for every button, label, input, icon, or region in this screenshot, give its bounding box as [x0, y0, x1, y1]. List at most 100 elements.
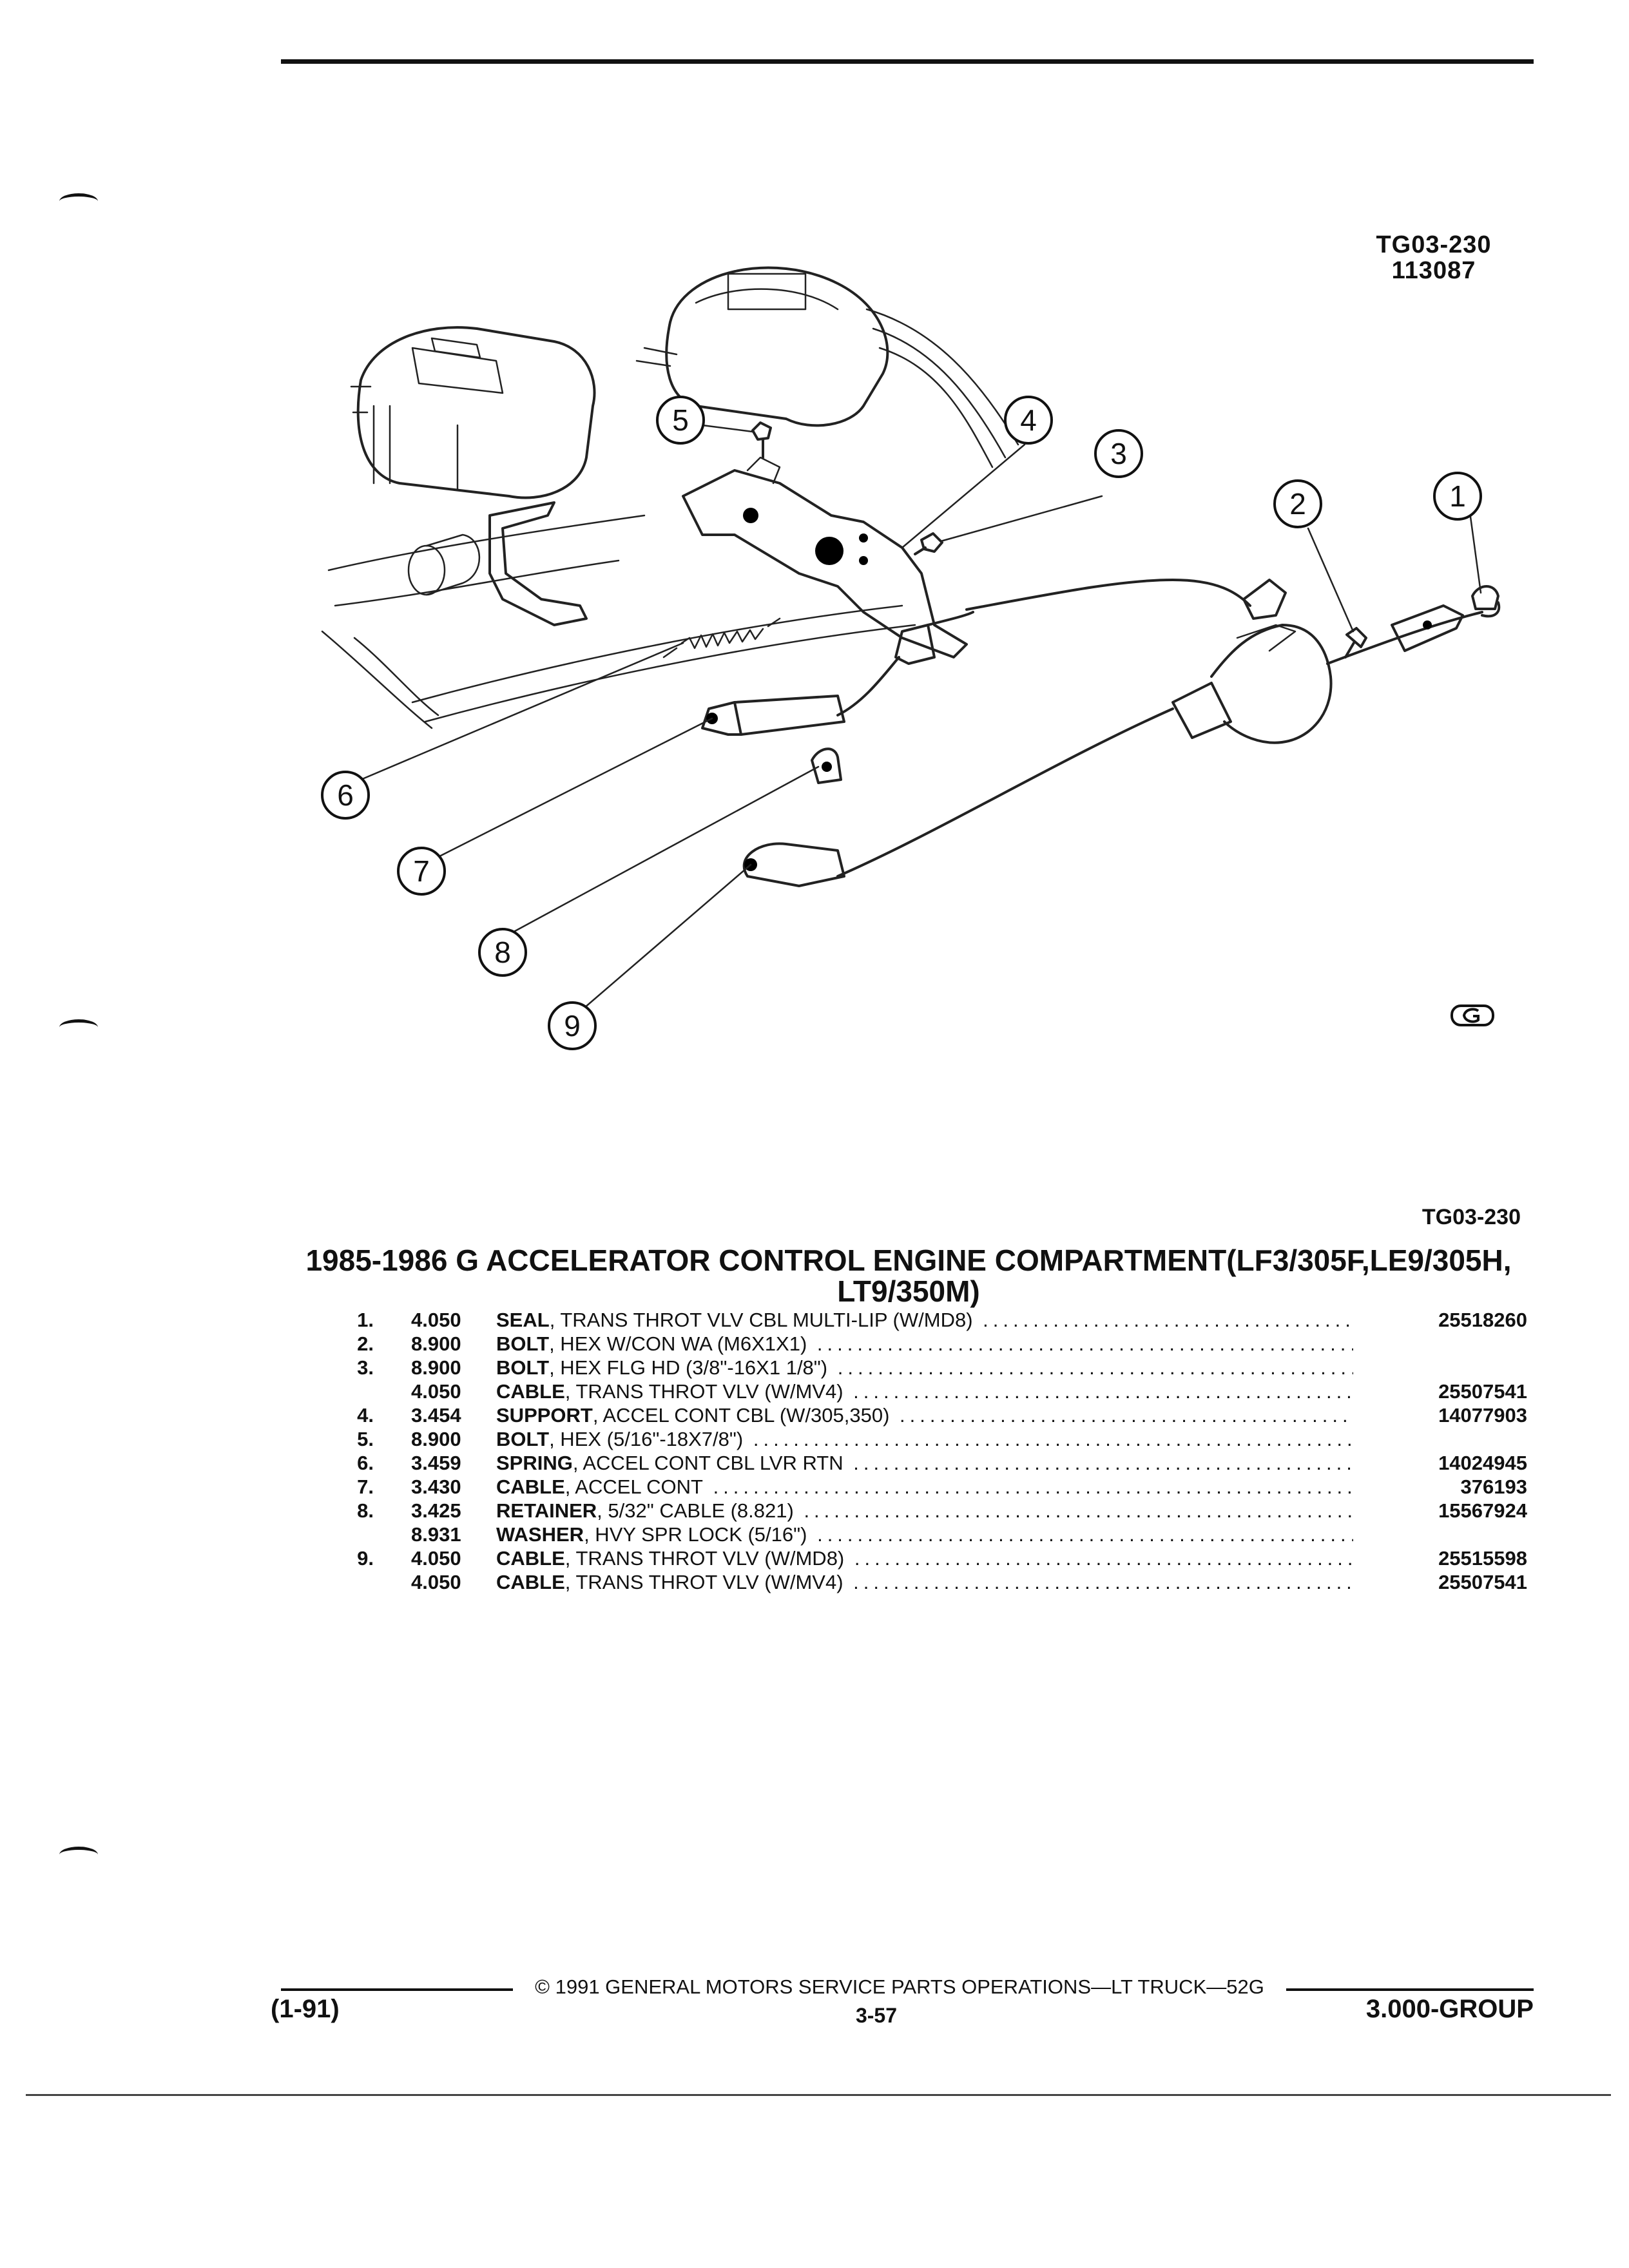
part-detail: , TRANS THROT VLV (W/MD8)	[564, 1547, 845, 1570]
leader-dots: ........................................…	[900, 1404, 1353, 1427]
cable-end-fitting	[1242, 579, 1287, 620]
section-title-line-1: 1985-1986 G ACCELERATOR CONTROL ENGINE C…	[305, 1244, 1512, 1277]
item-number: 7.	[357, 1475, 374, 1498]
callout-4: 4	[1004, 396, 1053, 445]
part-detail: , 5/32" CABLE (8.821)	[597, 1499, 794, 1522]
part-detail: , TRANS THROT VLV (W/MV4)	[564, 1571, 843, 1593]
gm-logo	[1451, 1004, 1494, 1026]
catalog-code: 8.900	[411, 1332, 461, 1355]
catalog-code: 3.430	[411, 1475, 461, 1498]
catalog-code: 8.900	[411, 1356, 461, 1379]
part-name: SPRING	[496, 1452, 573, 1474]
part-name: SUPPORT	[496, 1404, 593, 1427]
leader-lines	[360, 424, 1482, 1013]
part-number: 25515598	[1438, 1547, 1527, 1570]
part-name: SEAL	[496, 1309, 550, 1331]
part-description: SUPPORT, ACCEL CONT CBL (W/305,350) ....…	[496, 1403, 1353, 1427]
svg-text:8: 8	[494, 936, 511, 969]
bolt-2-drawing	[1345, 627, 1367, 648]
footer-rule-left	[281, 1988, 513, 1991]
part-name: CABLE	[496, 1571, 565, 1593]
section-title-line-2: LT9/350M)	[837, 1274, 980, 1308]
callout-2: 2	[1273, 479, 1322, 528]
tv-cable-housing	[1171, 682, 1232, 739]
bottom-rule	[26, 2094, 1611, 2096]
callout-9: 9	[548, 1001, 597, 1050]
part-detail: , HEX (5/16"-18X7/8")	[549, 1428, 744, 1450]
diagram-reference: TG03-230 113087	[1360, 232, 1508, 284]
leader-dots: ........................................…	[853, 1452, 1353, 1474]
item-number: 5.	[357, 1428, 374, 1450]
item-number: 8.	[357, 1499, 374, 1522]
footer-rule-right	[1286, 1988, 1534, 1991]
part-number: 14077903	[1438, 1404, 1527, 1427]
diagram-ref-date: 113087	[1391, 257, 1476, 284]
binder-mark	[59, 1847, 98, 1863]
leader-dots: ........................................…	[816, 1332, 1353, 1355]
section-ref-code: TG03-230	[1422, 1205, 1521, 1229]
part-number: 25518260	[1438, 1309, 1527, 1331]
part-detail: , HVY SPR LOCK (5/16")	[584, 1523, 807, 1546]
side-bracket	[488, 501, 588, 626]
part-name: BOLT	[496, 1428, 550, 1450]
leader-dots: ........................................…	[713, 1475, 1353, 1498]
exploded-parts-diagram: 1 2 3 4 5 6 7 8 9	[321, 266, 1501, 1050]
callout-3: 3	[1094, 429, 1143, 478]
copyright-notice: © 1991 GENERAL MOTORS SERVICE PARTS OPER…	[535, 1975, 1264, 1998]
footer-date-code: (1-91)	[271, 1995, 340, 2023]
table-row: 3. 8.900 BOLT, HEX FLG HD (3/8"-16X1 1/8")…	[335, 1356, 1527, 1379]
part-description: BOLT, HEX W/CON WA (M6X1X1) ............…	[496, 1332, 1353, 1356]
leader-dots: ........................................…	[753, 1428, 1353, 1450]
diagram-ref-code: TG03-230	[1376, 231, 1492, 258]
cable-conduit-sleeve	[733, 695, 845, 736]
svg-text:3: 3	[1110, 437, 1127, 470]
part-detail: , HEX W/CON WA (M6X1X1)	[549, 1332, 807, 1355]
part-number: 25507541	[1438, 1571, 1527, 1593]
catalog-code: 3.425	[411, 1499, 461, 1522]
part-number: 14024945	[1438, 1452, 1527, 1474]
catalog-code: 4.050	[411, 1380, 461, 1403]
accel-cable-drawing	[965, 579, 1251, 611]
callout-7: 7	[397, 847, 446, 896]
binder-mark	[59, 193, 98, 209]
part-description: CABLE, ACCEL CONT ......................…	[496, 1475, 1353, 1499]
part-detail: , ACCEL CONT CBL (W/305,350)	[592, 1404, 890, 1427]
bolt-5-drawing	[751, 421, 772, 441]
part-description: SEAL, TRANS THROT VLV CBL MULTI-LIP (W/M…	[496, 1308, 1353, 1332]
cable-support-bracket	[682, 469, 968, 658]
item-number: 3.	[357, 1356, 374, 1379]
svg-text:5: 5	[672, 403, 689, 437]
binder-mark	[59, 1019, 98, 1035]
part-description: CABLE, TRANS THROT VLV (W/MD8) .........…	[496, 1546, 1353, 1570]
svg-text:2: 2	[1289, 487, 1306, 521]
carburetor-body	[356, 326, 596, 499]
part-description: SPRING, ACCEL CONT CBL LVR RTN .........…	[496, 1451, 1353, 1475]
leader-dots: ........................................…	[853, 1571, 1353, 1593]
part-detail: , ACCEL CONT	[564, 1475, 703, 1498]
callout-6: 6	[321, 771, 370, 820]
part-name: CABLE	[496, 1475, 565, 1498]
part-detail: , HEX FLG HD (3/8"-16X1 1/8")	[549, 1356, 828, 1379]
part-name: WASHER	[496, 1523, 584, 1546]
part-detail: , ACCEL CONT CBL LVR RTN	[572, 1452, 843, 1474]
part-description: BOLT, HEX FLG HD (3/8"-16X1 1/8") ......…	[496, 1356, 1353, 1379]
return-spring-drawing	[680, 628, 764, 649]
cable-retainer-drawing	[811, 747, 842, 784]
leader-dots: ........................................…	[804, 1499, 1353, 1522]
section-title: 1985-1986 G ACCELERATOR CONTROL ENGINE C…	[284, 1245, 1534, 1307]
leader-dots: ........................................…	[817, 1523, 1353, 1546]
top-rule	[281, 59, 1534, 64]
group-label: 3.000-GROUP	[1365, 1995, 1534, 2023]
catalog-code: 3.454	[411, 1404, 461, 1427]
part-description: BOLT, HEX (5/16"-18X7/8") ..............…	[496, 1427, 1353, 1451]
engine-drawing	[321, 266, 1501, 887]
